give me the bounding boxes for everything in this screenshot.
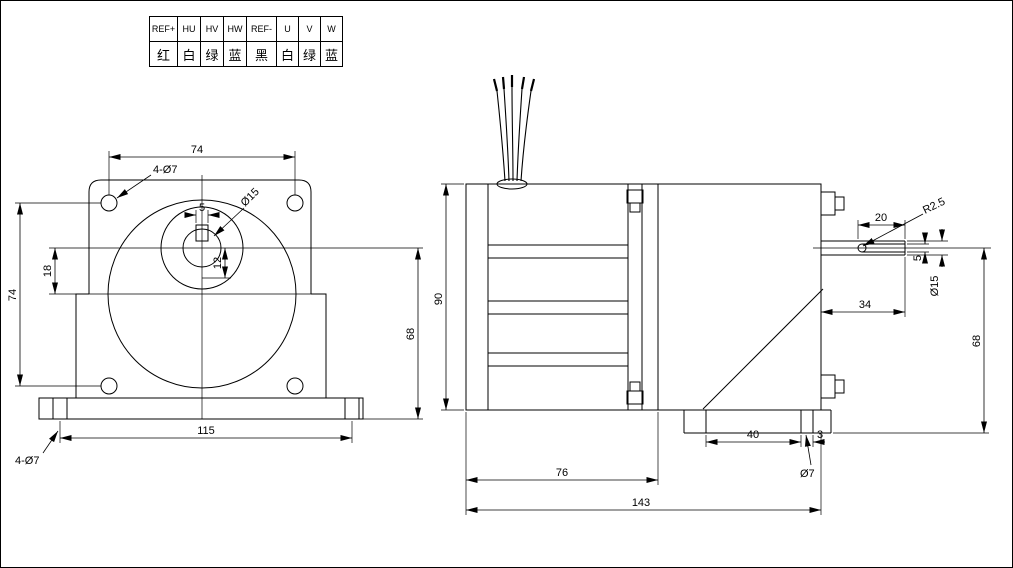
front-hole-bottom-left: [100, 377, 118, 395]
dim-text: 68: [971, 335, 983, 347]
wire-table-header-cell: W: [321, 17, 343, 42]
lead-wires: [492, 75, 536, 190]
dim-text: 4-Ø7: [15, 455, 39, 467]
dim-text: 20: [875, 212, 887, 224]
wire-table-header-cell: HV: [201, 17, 224, 42]
wire-table-color-cell: 蓝: [321, 42, 343, 67]
dim-text: 3: [817, 429, 823, 441]
dim-front-shaft-to-base: 68: [363, 248, 423, 420]
side-stud-bottom: [820, 374, 845, 399]
dim-text: 74: [191, 144, 203, 156]
wire-table-color-cell: 蓝: [224, 42, 247, 67]
dim-front-base-slot-spacing: 115: [59, 421, 353, 443]
wire-table-header-cell: REF-: [247, 17, 277, 42]
dim-text: 12: [212, 257, 224, 269]
dim-text: Ø15: [239, 186, 262, 209]
wire-exit-grommet: [496, 178, 528, 190]
dim-text: 74: [7, 289, 19, 301]
dim-text: 90: [433, 293, 445, 305]
dim-text: 5: [199, 202, 205, 214]
dim-text: R2.5: [921, 196, 947, 217]
wire-table-header-cell: REF+: [150, 17, 178, 42]
side-section-lines: [487, 184, 659, 410]
dim-side-motor-length: 76: [465, 412, 659, 515]
dim-side-base-hole-label: Ø7: [800, 434, 815, 480]
dim-front-top-hole-spacing: 74: [108, 144, 296, 195]
dim-front-vert-hole-spacing: 74: [7, 202, 101, 387]
wire-stripped-ends: [492, 75, 536, 92]
dim-front-key-width: 5: [184, 202, 220, 223]
dim-text: 34: [859, 299, 871, 311]
front-base-slots: [52, 398, 360, 419]
dim-text: 76: [556, 467, 568, 479]
dim-side-key-width: 5: [907, 232, 929, 264]
side-body-outline: [465, 183, 822, 411]
side-diagonal-line: [702, 288, 824, 410]
dim-side-base-slot-offset: 40: [705, 429, 814, 447]
dim-front-center-offset: 18: [42, 248, 58, 294]
dim-text: Ø15: [929, 276, 941, 297]
dim-text: 143: [632, 497, 650, 509]
dim-side-shaft-length: 34: [821, 257, 906, 317]
wire-table-color-cell: 红: [150, 42, 178, 67]
dim-side-shaft-center-height: 68: [833, 248, 989, 434]
wire-table-header-cell: HU: [178, 17, 201, 42]
side-flange-bolt-top: [626, 189, 644, 213]
front-centerlines: [49, 175, 423, 419]
front-base: [38, 397, 364, 420]
output-shaft: [813, 240, 991, 256]
dim-front-key-depth: 12: [202, 248, 231, 279]
front-body-sides: [75, 293, 327, 398]
dim-front-base-holes-label: 4-Ø7: [15, 430, 59, 467]
side-view: 90 20 R2.5 5 Ø15: [433, 75, 991, 515]
front-view: 74 4-Ø7 Ø15 5 12: [7, 144, 423, 467]
side-base: [683, 409, 832, 434]
dim-side-body-height: 90: [433, 183, 464, 411]
dim-side-key-length: 20: [857, 212, 906, 239]
side-flange-bolt-bottom: [626, 381, 644, 405]
dim-front-top-holes-label: 4-Ø7: [116, 164, 177, 199]
dim-text: Ø7: [800, 468, 815, 480]
dim-side-base-slot-edge: 3: [813, 429, 825, 445]
side-cooling-fins: [488, 244, 628, 367]
front-hole-bottom-right: [286, 377, 304, 395]
front-plate-outline: [88, 179, 312, 294]
dim-text: 4-Ø7: [153, 164, 177, 176]
front-hole-top-right: [286, 194, 304, 212]
wire-color-table: REF+ HU HV HW REF- U V W 红 白 绿 蓝 黑 白 绿 蓝: [149, 16, 343, 67]
wire-table-header-cell: HW: [224, 17, 247, 42]
dim-text: 18: [42, 265, 54, 277]
dim-side-total-length: 143: [466, 435, 822, 515]
wire-table-color-cell: 绿: [201, 42, 224, 67]
front-keyway: [195, 224, 209, 242]
dim-text: 5: [912, 255, 924, 261]
wire-table-color-cell: 绿: [299, 42, 321, 67]
dim-text: 40: [747, 429, 759, 441]
dim-text: 115: [197, 425, 215, 437]
dim-side-shaft-dia: Ø15: [907, 229, 948, 296]
dim-text: 68: [405, 328, 417, 340]
side-stud-top: [820, 191, 845, 216]
front-hole-top-left: [100, 194, 118, 212]
wire-table-color-cell: 黑: [247, 42, 277, 67]
wire-table-header-cell: V: [299, 17, 321, 42]
wire-table-color-cell: 白: [277, 42, 299, 67]
wire-table-color-cell: 白: [178, 42, 201, 67]
side-base-slot: [800, 410, 814, 433]
wire-table-header-cell: U: [277, 17, 299, 42]
